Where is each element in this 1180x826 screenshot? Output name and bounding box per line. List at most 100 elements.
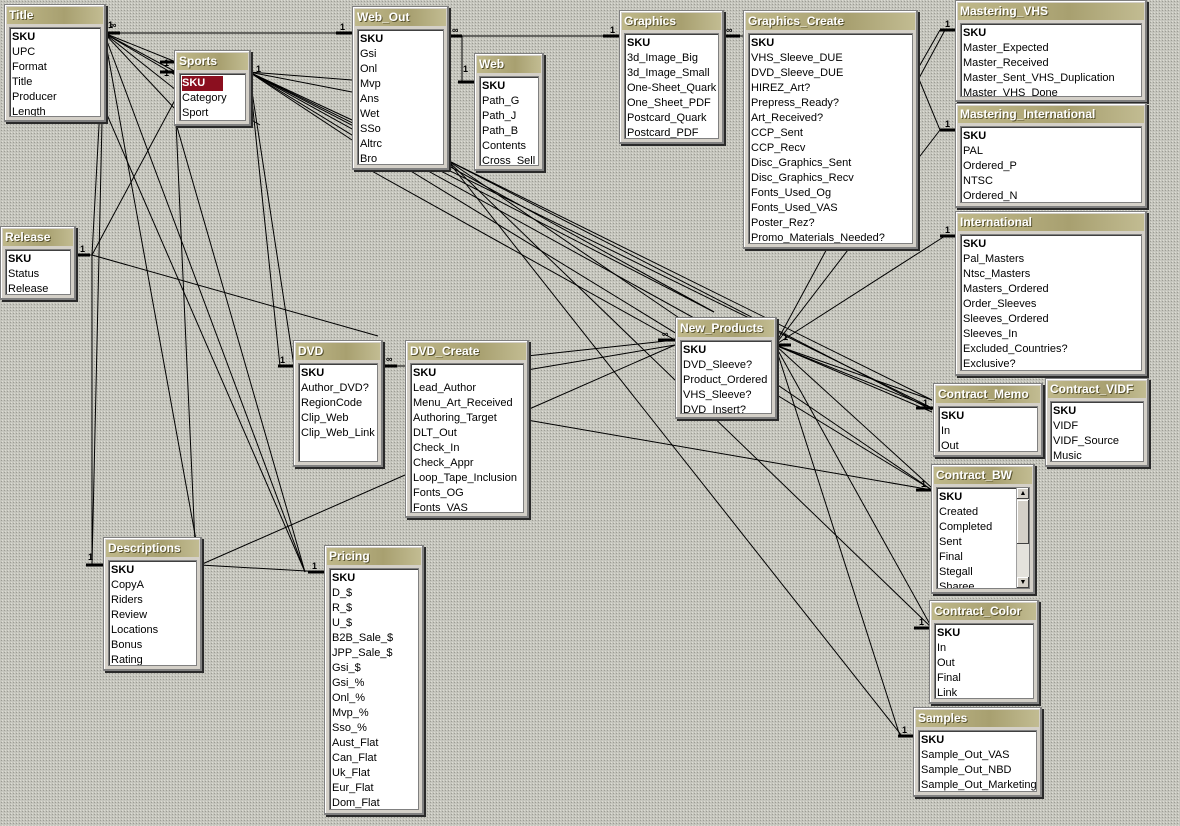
field-title-2[interactable]: Format xyxy=(12,61,47,73)
table-samples-caption[interactable]: Samples xyxy=(916,710,1039,727)
field-international-3[interactable]: Masters_Ordered xyxy=(963,283,1049,295)
field-mastering_international-0[interactable]: SKU xyxy=(963,130,987,142)
field-graphics_create-5[interactable]: Art_Received? xyxy=(751,112,824,124)
field-web-4[interactable]: Contents xyxy=(482,140,527,152)
field-web-1[interactable]: Path_G xyxy=(482,95,520,107)
relationship-line-43[interactable] xyxy=(774,344,933,413)
field-descriptions-6[interactable]: Rating xyxy=(111,654,143,666)
field-web_out-7[interactable]: Altrc xyxy=(360,138,382,150)
field-graphics_create-6[interactable]: CCP_Sent xyxy=(751,127,803,139)
field-web_out-5[interactable]: Wet xyxy=(360,108,380,120)
table-title-caption[interactable]: Title xyxy=(7,7,103,24)
field-dvd_create-5[interactable]: Check_In xyxy=(413,442,460,454)
field-pricing-13[interactable]: Uk_Flat xyxy=(332,767,370,779)
field-international-0[interactable]: SKU xyxy=(963,238,987,250)
relationship-line-40[interactable] xyxy=(526,344,676,371)
relationship-line-10[interactable] xyxy=(248,71,353,81)
field-pricing-1[interactable]: D_$ xyxy=(332,587,353,599)
field-graphics-0[interactable]: SKU xyxy=(627,37,651,49)
field-samples-0[interactable]: SKU xyxy=(921,734,945,746)
table-release-caption[interactable]: Release xyxy=(3,229,73,246)
field-graphics_create-11[interactable]: Fonts_Used_VAS xyxy=(751,202,838,214)
table-mastering-vhs-caption[interactable]: Mastering_VHS xyxy=(958,3,1144,20)
field-dvd-3[interactable]: Clip_Web xyxy=(301,412,349,424)
relationship-line-39[interactable] xyxy=(526,339,676,357)
field-dvd_create-8[interactable]: Fonts_OG xyxy=(413,487,464,499)
field-international-4[interactable]: Order_Sleeves xyxy=(963,298,1037,310)
field-contract_bw-0[interactable]: SKU xyxy=(939,491,963,503)
field-dvd_create-6[interactable]: Check_Appr xyxy=(413,457,474,469)
relationship-line-13[interactable] xyxy=(248,71,353,141)
field-descriptions-2[interactable]: Riders xyxy=(111,594,143,606)
field-web_out-8[interactable]: Bro xyxy=(360,153,378,165)
field-release-0[interactable]: SKU xyxy=(8,253,32,265)
field-dvd-4[interactable]: Clip_Web_Link xyxy=(301,427,375,439)
field-graphics_create-4[interactable]: Prepress_Ready? xyxy=(751,97,840,109)
field-graphics-6[interactable]: Postcard_PDF xyxy=(627,127,699,139)
relationship-line-2[interactable] xyxy=(103,32,177,63)
scroll-up-arrow-icon[interactable]: ▲ xyxy=(1017,488,1029,499)
field-graphics_create-10[interactable]: Fonts_Used_Og xyxy=(751,187,832,199)
table-graphics-caption[interactable]: Graphics xyxy=(622,13,721,30)
field-graphics_create-3[interactable]: HIREZ_Art? xyxy=(751,82,811,94)
field-sports-2[interactable]: Sport xyxy=(182,107,209,119)
field-pricing-14[interactable]: Eur_Flat xyxy=(332,782,374,794)
table-mastering-international-caption[interactable]: Mastering_International xyxy=(958,106,1144,123)
field-graphics-5[interactable]: Postcard_Quark xyxy=(627,112,707,124)
field-contract_bw-6[interactable]: Sharee xyxy=(939,581,975,589)
field-web-5[interactable]: Cross_Sell xyxy=(482,155,536,166)
field-web-2[interactable]: Path_J xyxy=(482,110,517,122)
field-contract_color-4[interactable]: Link xyxy=(937,687,958,699)
field-dvd_create-0[interactable]: SKU xyxy=(413,367,437,379)
field-international-2[interactable]: Ntsc_Masters xyxy=(963,268,1031,280)
field-contract_color-3[interactable]: Final xyxy=(937,672,961,684)
field-new_products-1[interactable]: DVD_Sleeve? xyxy=(683,359,753,371)
relationship-line-8[interactable] xyxy=(103,32,177,111)
field-graphics_create-12[interactable]: Poster_Rez? xyxy=(751,217,815,229)
field-title-1[interactable]: UPC xyxy=(12,46,36,58)
table-pricing-caption[interactable]: Pricing xyxy=(327,548,421,565)
table-graphics-create-caption[interactable]: Graphics_Create xyxy=(746,13,915,30)
field-new_products-4[interactable]: DVD_Insert? xyxy=(683,404,746,414)
field-pricing-4[interactable]: B2B_Sale_$ xyxy=(332,632,394,644)
field-mastering_vhs-1[interactable]: Master_Expected xyxy=(963,42,1049,54)
field-graphics-1[interactable]: 3d_Image_Big xyxy=(627,52,698,64)
field-contract_bw-2[interactable]: Completed xyxy=(939,521,993,533)
table-web-out-caption[interactable]: Web_Out xyxy=(355,9,446,26)
field-pricing-7[interactable]: Gsi_% xyxy=(332,677,365,689)
field-contract_bw-5[interactable]: Stegall xyxy=(939,566,973,578)
relationship-line-14[interactable] xyxy=(248,71,295,367)
relationship-line-12[interactable] xyxy=(248,71,353,121)
field-graphics_create-2[interactable]: DVD_Sleeve_DUE xyxy=(751,67,844,79)
field-dvd_create-3[interactable]: Authoring_Target xyxy=(413,412,497,424)
field-contract_vidf-2[interactable]: VIDF_Source xyxy=(1053,435,1120,447)
field-pricing-11[interactable]: Aust_Flat xyxy=(332,737,379,749)
field-mastering_international-4[interactable]: Ordered_N xyxy=(963,190,1018,202)
field-dvd_create-9[interactable]: Fonts_VAS xyxy=(413,502,468,513)
relationship-line-27[interactable] xyxy=(351,159,676,341)
field-contract_bw-3[interactable]: Sent xyxy=(939,536,962,548)
field-dvd-0[interactable]: SKU xyxy=(301,367,325,379)
field-descriptions-1[interactable]: CopyA xyxy=(111,579,145,591)
field-pricing-0[interactable]: SKU xyxy=(332,572,356,584)
field-international-5[interactable]: Sleeves_Ordered xyxy=(963,313,1049,325)
relationship-line-0[interactable] xyxy=(103,32,177,73)
field-international-6[interactable]: Sleeves_In xyxy=(963,328,1018,340)
field-contract_vidf-0[interactable]: SKU xyxy=(1053,405,1077,417)
field-contract_memo-1[interactable]: In xyxy=(941,425,951,437)
field-descriptions-4[interactable]: Locations xyxy=(111,624,159,636)
